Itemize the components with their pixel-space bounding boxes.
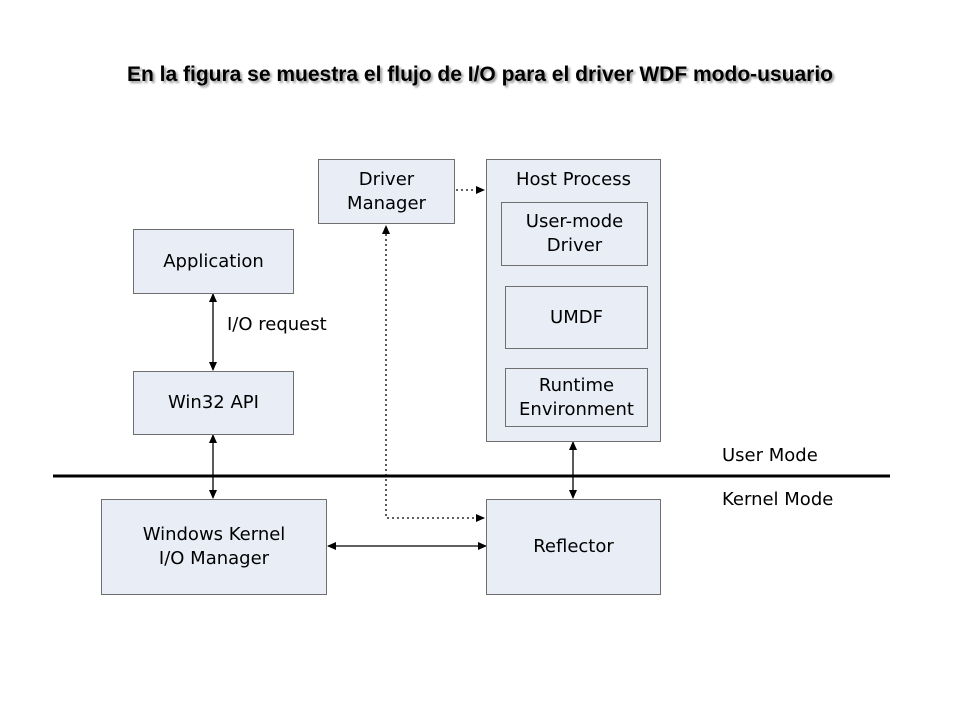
- diagram-title: En la figura se muestra el flujo de I/O …: [127, 63, 833, 86]
- user-mode-label: User Mode: [722, 445, 818, 466]
- host-process-title: Host Process: [516, 169, 631, 190]
- reflector-driver-manager-dotted-arrow: [382, 225, 485, 522]
- umdf-box: UMDF: [505, 286, 648, 349]
- application-box: Application: [133, 229, 294, 294]
- windows-kernel-io-manager-box: Windows Kernel I/O Manager: [101, 499, 327, 595]
- runtime-environment-box: Runtime Environment: [505, 368, 648, 427]
- io-request-label: I/O request: [227, 314, 327, 335]
- host-process-box: Host Process User-mode Driver UMDF Runti…: [486, 159, 661, 442]
- reflector-box: Reflector: [486, 499, 661, 595]
- driver-manager-box: Driver Manager: [318, 159, 455, 224]
- win32-api-box: Win32 API: [133, 371, 294, 435]
- user-mode-driver-box: User-mode Driver: [501, 202, 648, 266]
- kernel-mode-label: Kernel Mode: [722, 489, 834, 510]
